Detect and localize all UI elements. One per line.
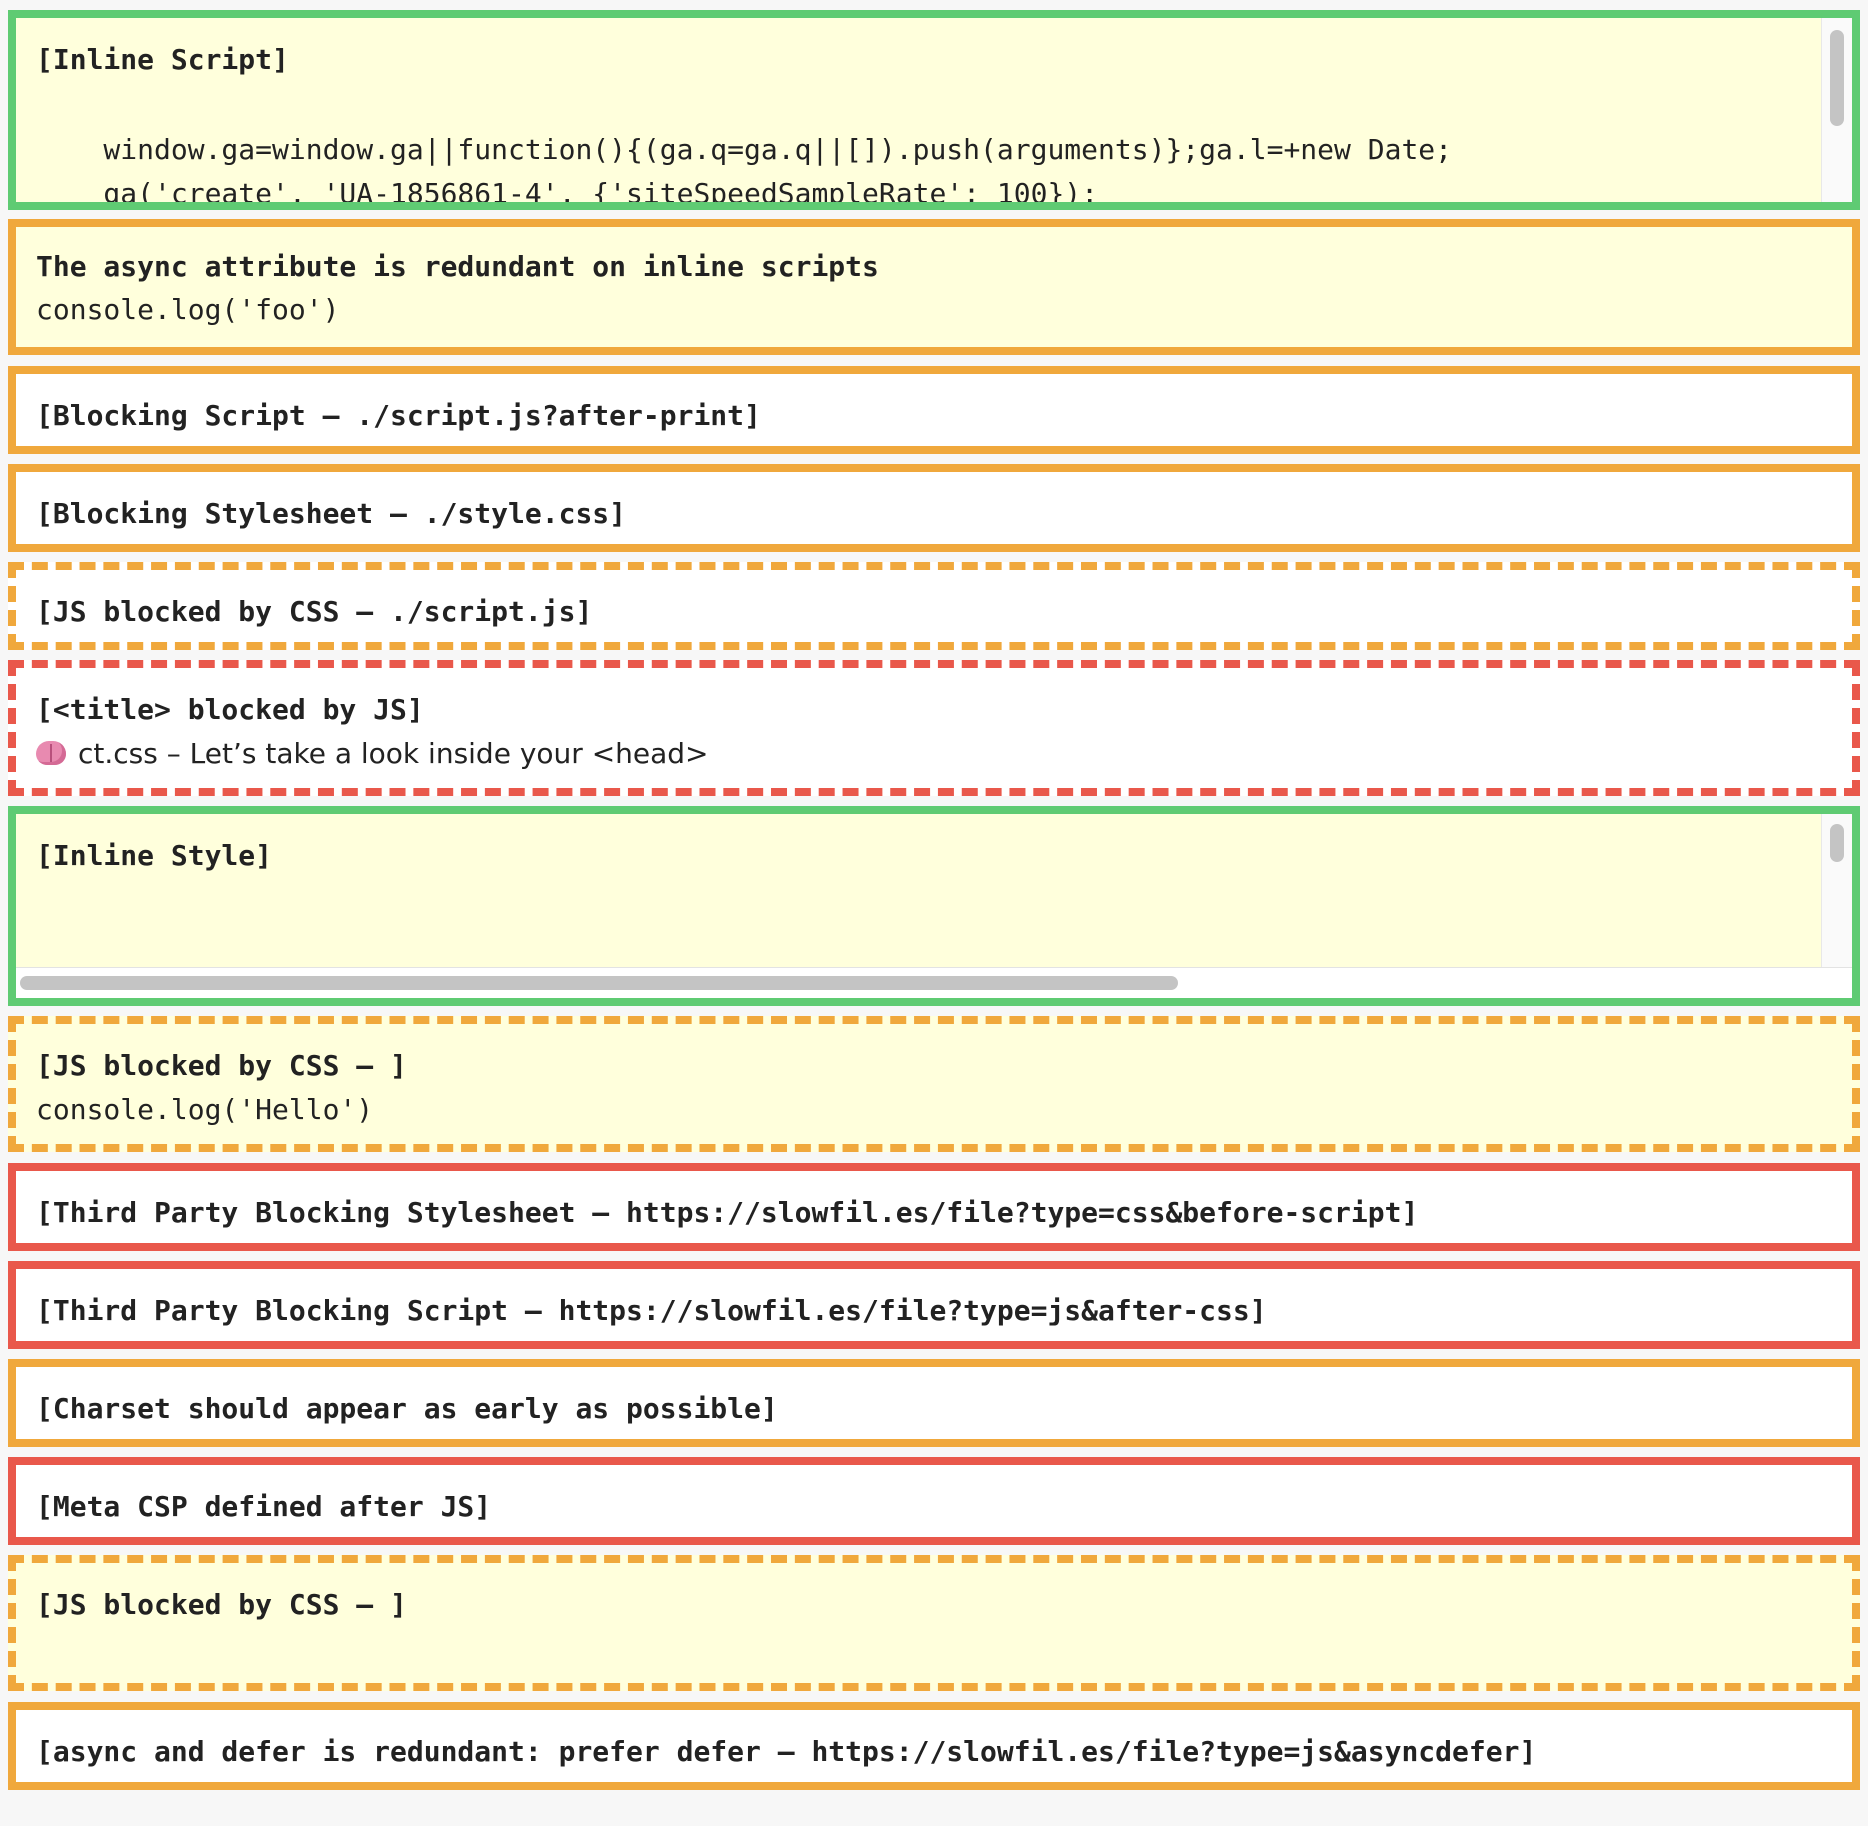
entry-meta-csp: [Meta CSP defined after JS] — [8, 1457, 1860, 1545]
entry-label: [JS blocked by CSS — ] — [36, 1049, 407, 1082]
entry-label: [Third Party Blocking Script — https://s… — [36, 1294, 1267, 1327]
vertical-scrollbar-thumb[interactable] — [1830, 824, 1844, 862]
vertical-scrollbar-thumb[interactable] — [1830, 30, 1844, 126]
entry-async-defer: [async and defer is redundant: prefer de… — [8, 1702, 1860, 1790]
entry-js-blocked-by-css-empty: [JS blocked by CSS — ] — [8, 1555, 1860, 1691]
entry-charset: [Charset should appear as early as possi… — [8, 1359, 1860, 1447]
brain-icon — [36, 741, 66, 767]
entry-blocking-stylesheet: [Blocking Stylesheet — ./style.css] — [8, 464, 1860, 552]
horizontal-scrollbar-thumb[interactable] — [20, 976, 1178, 990]
entry-inline-style[interactable]: [Inline Style] — [8, 806, 1860, 1006]
entry-label: [<title> blocked by JS] — [36, 693, 424, 726]
entry-label: [Inline Style] — [36, 839, 273, 872]
code-line: window.ga=window.ga||function(){(ga.q=ga… — [36, 133, 1453, 166]
entry-label: [JS blocked by CSS — ] — [36, 1588, 407, 1621]
entry-label: [Meta CSP defined after JS] — [36, 1490, 492, 1523]
entry-label: [async and defer is redundant: prefer de… — [36, 1735, 1537, 1768]
code-line: ga('create', 'UA-1856861-4', {'siteSpeed… — [36, 177, 1099, 210]
entry-label: [Third Party Blocking Stylesheet — https… — [36, 1196, 1419, 1229]
page-title-text: ct.css – Let’s take a look inside your <… — [78, 737, 709, 770]
entry-third-party-stylesheet: [Third Party Blocking Stylesheet — https… — [8, 1163, 1860, 1251]
entry-third-party-script: [Third Party Blocking Script — https://s… — [8, 1261, 1860, 1349]
entry-async-redundant: The async attribute is redundant on inli… — [8, 219, 1860, 355]
entry-label: The async attribute is redundant on inli… — [36, 250, 879, 283]
entry-label: [Charset should appear as early as possi… — [36, 1392, 778, 1425]
entry-label: [Blocking Script — ./script.js?after-pri… — [36, 399, 761, 432]
entry-js-blocked-by-css: [JS blocked by CSS — ./script.js] — [8, 562, 1860, 650]
page-title-text-row: ct.css – Let’s take a look inside your <… — [36, 730, 1832, 778]
entry-title-blocked-by-js: [<title> blocked by JS] ct.css – Let’s t… — [8, 660, 1860, 796]
entry-code: console.log('Hello') — [36, 1093, 374, 1126]
entry-blocking-script: [Blocking Script — ./script.js?after-pri… — [8, 366, 1860, 454]
entry-label: [Inline Script] — [36, 43, 289, 76]
entry-inline-script[interactable]: [Inline Script] window.ga=window.ga||fun… — [8, 10, 1860, 210]
entry-label: [Blocking Stylesheet — ./style.css] — [36, 497, 627, 530]
entry-label: [JS blocked by CSS — ./script.js] — [36, 595, 593, 628]
entry-code: console.log('foo') — [36, 293, 340, 326]
entry-js-blocked-by-css-inline: [JS blocked by CSS — ] console.log('Hell… — [8, 1016, 1860, 1152]
